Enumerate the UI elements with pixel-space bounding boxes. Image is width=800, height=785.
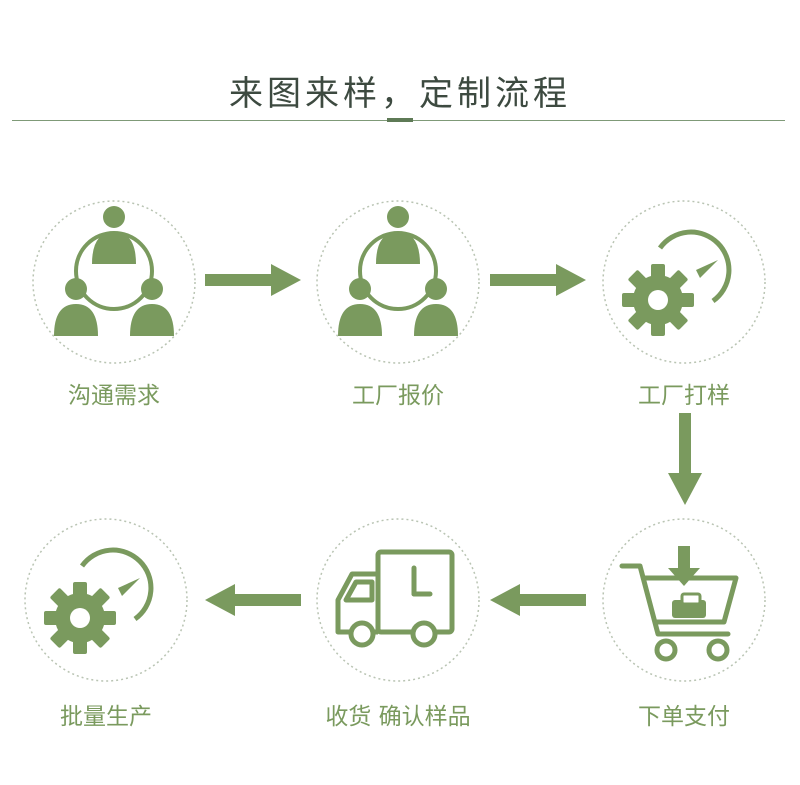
arrow-down-icon <box>668 413 702 505</box>
step-circle <box>32 200 196 364</box>
page-title: 来图来样，定制流程 <box>229 74 571 114</box>
step-5 <box>314 516 482 684</box>
people-network-icon <box>338 206 458 336</box>
step-circle <box>24 518 188 682</box>
step-label: 工厂报价 <box>352 383 444 409</box>
title-divider-accent <box>387 118 413 122</box>
gear-gauge-icon <box>622 229 732 336</box>
step-circle <box>316 518 480 682</box>
step-6 <box>22 516 190 684</box>
arrow-right-icon <box>490 264 586 296</box>
step-circle <box>602 518 766 682</box>
gear-gauge-icon <box>44 547 154 654</box>
delivery-truck-clock-icon <box>335 549 455 648</box>
step-label: 批量生产 <box>60 704 152 730</box>
arrow-right-icon <box>205 264 301 296</box>
arrow-left-icon <box>490 584 586 616</box>
step-label: 工厂打样 <box>638 383 730 409</box>
step-label: 收货 确认样品 <box>325 704 471 730</box>
step-circle <box>602 200 766 364</box>
step-label: 沟通需求 <box>68 383 160 409</box>
shopping-cart-download-icon <box>619 546 739 662</box>
step-4 <box>600 516 768 684</box>
step-circle <box>316 200 480 364</box>
step-1 <box>30 198 198 366</box>
step-2 <box>314 198 482 366</box>
step-3 <box>600 198 768 366</box>
arrow-left-icon <box>205 584 301 616</box>
step-label: 下单支付 <box>638 704 730 730</box>
people-network-icon <box>54 206 174 336</box>
